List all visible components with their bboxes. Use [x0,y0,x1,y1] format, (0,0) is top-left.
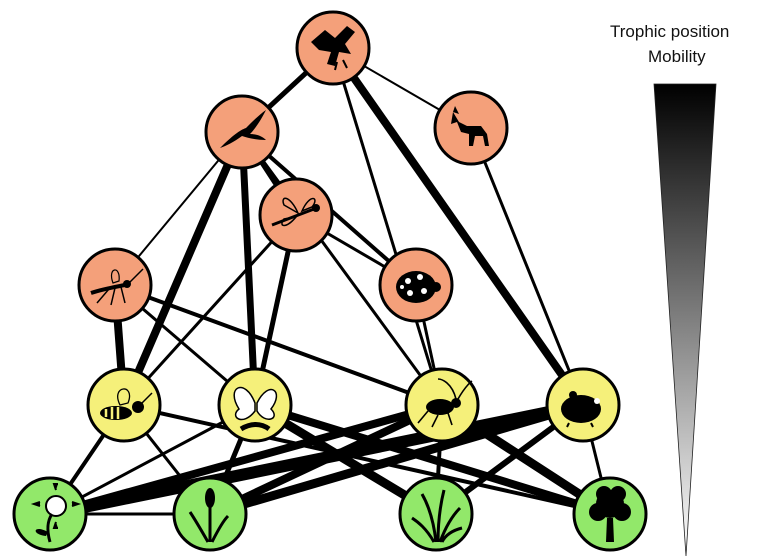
species-nodes [12,10,648,552]
eagle-icon [311,26,355,71]
ladybug-icon [396,271,441,303]
swallow-icon [220,110,266,148]
node-cattail [172,476,248,552]
dragonfly-icon [271,197,320,227]
mosquito-icon [90,268,144,306]
link-mosquito-cricket [113,283,444,407]
node-grass [398,476,474,552]
legend-trophic-position: Trophic position [610,22,730,41]
node-flower [12,476,88,552]
butterfly-icon [233,386,278,432]
node-fox [433,90,509,166]
node-dragonfly [258,177,334,253]
flower-icon [30,483,82,543]
trophic-mobility-gradient-wedge [653,83,717,557]
link-rodent-flower [44,399,589,520]
link-butterfly-tree [251,401,614,518]
link-dragonfly-wasp [122,213,298,407]
node-wasp [86,367,162,443]
tree-icon [589,486,631,542]
node-eagle [295,10,371,86]
node-circle [86,367,162,443]
node-ladybug [378,247,454,323]
cattail-icon [188,488,230,543]
link-eagle-cricket [331,46,444,407]
link-swallow-wasp [120,128,246,409]
link-wasp-tree [122,403,612,516]
node-cricket [404,367,480,443]
node-mosquito [77,247,153,323]
cricket-icon [417,378,473,428]
node-swallow [204,94,280,170]
legend-mobility: Mobility [648,47,706,66]
fox-icon [451,106,489,146]
link-swallow-cricket [240,130,444,407]
link-eagle-rodent [329,44,587,409]
rodent-icon [561,391,601,428]
node-butterfly [217,367,293,443]
grass-icon [411,489,463,543]
node-tree [572,476,648,552]
wasp-icon [100,388,153,420]
link-fox-rodent [469,126,585,407]
link-rodent-cattail [205,400,588,519]
node-rodent [545,367,621,443]
link-butterfly-flower [48,403,257,516]
